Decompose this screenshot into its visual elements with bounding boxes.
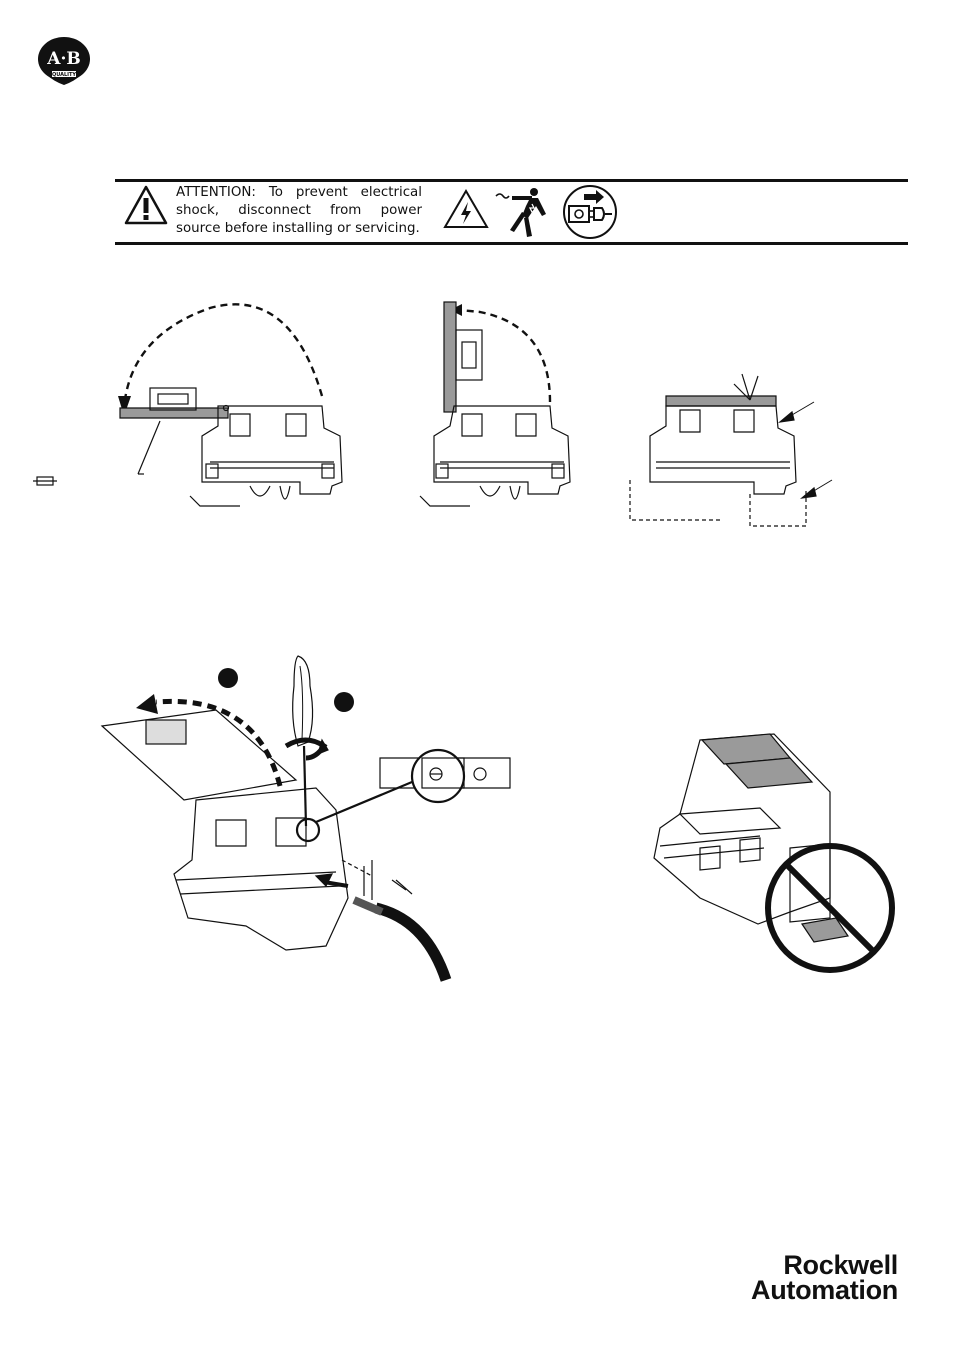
fuse-symbol-icon xyxy=(33,476,57,486)
attention-bottom-rule xyxy=(115,242,908,245)
wiring-with-screwdriver-illustration xyxy=(100,655,511,982)
brand-line-2: Automation xyxy=(751,1275,898,1305)
attention-text: ATTENTION: To prevent electrical shock, … xyxy=(176,185,422,236)
warning-triangle-icon xyxy=(124,185,168,225)
lightning-bolt-icon xyxy=(443,189,489,228)
rockwell-automation-logo: Rockwell Automation xyxy=(686,1250,898,1305)
attention-top-rule xyxy=(115,179,908,182)
incorrect-mounting-illustration xyxy=(653,733,895,973)
fuse-cover-closed-illustration xyxy=(629,373,833,527)
brand-line-1: Rockwell xyxy=(783,1250,898,1280)
unplug-power-icon xyxy=(563,185,617,239)
fuse-cover-open-up-illustration xyxy=(419,301,571,507)
svg-text:A·B: A·B xyxy=(46,49,80,69)
fuse-cover-open-left-illustration xyxy=(118,303,343,507)
allen-bradley-logo: A·B QUALITY xyxy=(38,37,90,85)
electric-shock-icon xyxy=(495,188,546,237)
svg-text:QUALITY: QUALITY xyxy=(52,72,76,78)
